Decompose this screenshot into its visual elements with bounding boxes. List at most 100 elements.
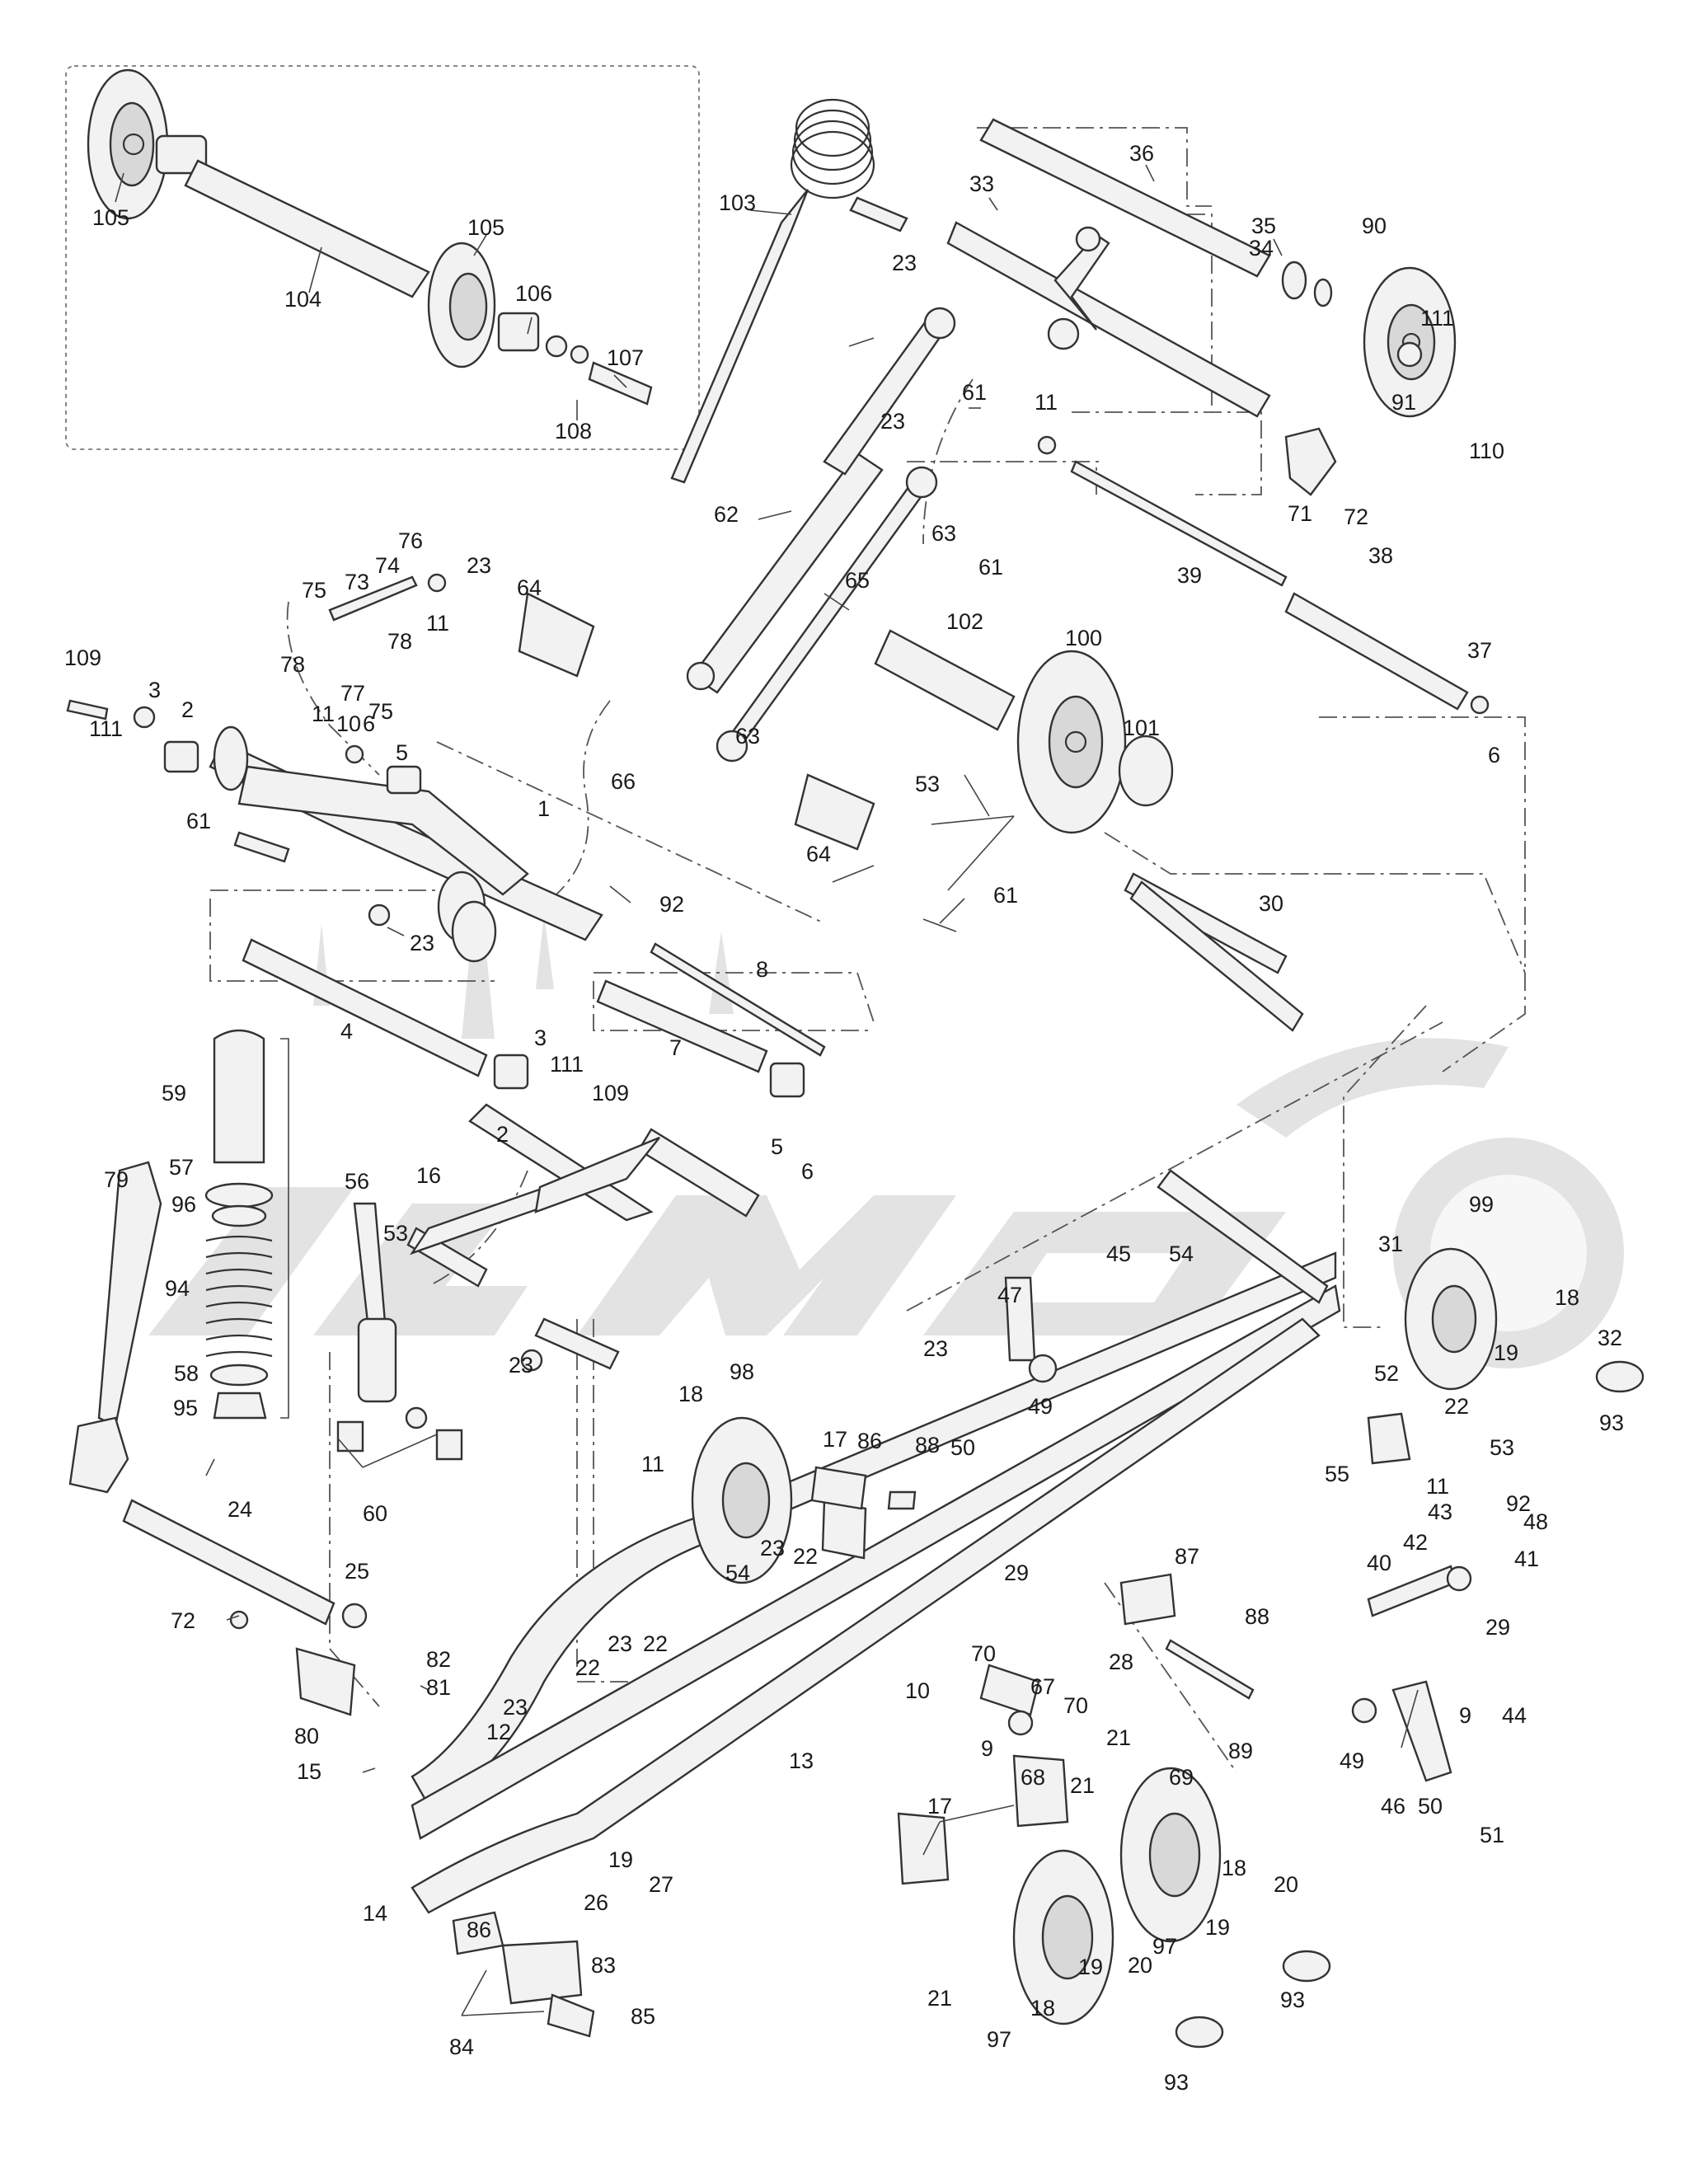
label-86a: 86 <box>467 1917 491 1942</box>
label-32: 32 <box>1598 1326 1622 1350</box>
label-111b: 111 <box>89 716 123 741</box>
label-49b: 49 <box>1340 1748 1364 1773</box>
label-23c: 23 <box>467 553 491 578</box>
label-80: 80 <box>294 1724 319 1748</box>
label-11d: 11 <box>641 1452 664 1476</box>
label-87: 87 <box>1175 1544 1199 1569</box>
label-36: 36 <box>1129 141 1154 166</box>
label-41: 41 <box>1514 1547 1539 1571</box>
label-14: 14 <box>363 1901 387 1926</box>
label-105a: 105 <box>92 205 129 230</box>
label-60: 60 <box>363 1501 387 1526</box>
inset-box <box>65 65 700 450</box>
label-23f: 23 <box>503 1695 528 1720</box>
label-11c: 11 <box>312 702 335 726</box>
label-46: 46 <box>1381 1794 1405 1819</box>
label-83: 83 <box>591 1953 616 1978</box>
label-11e: 11 <box>1426 1474 1449 1499</box>
leader-lines <box>115 164 1419 2016</box>
label-70a: 70 <box>971 1641 996 1666</box>
label-15: 15 <box>297 1759 321 1784</box>
label-9b: 9 <box>981 1736 993 1761</box>
label-53c: 53 <box>1490 1435 1514 1460</box>
label-23a: 23 <box>892 251 917 275</box>
label-63a: 63 <box>931 521 956 546</box>
label-58: 58 <box>174 1361 199 1386</box>
label-1: 1 <box>537 796 550 821</box>
label-18a: 18 <box>678 1382 703 1406</box>
label-61d: 61 <box>186 809 211 833</box>
label-8: 8 <box>756 957 768 982</box>
shafts <box>242 880 1304 1098</box>
label-92b: 92 <box>1506 1491 1531 1516</box>
label-72a: 72 <box>1344 505 1368 529</box>
label-20a: 20 <box>1274 1872 1298 1897</box>
label-72b: 72 <box>171 1608 195 1633</box>
label-56: 56 <box>345 1169 369 1194</box>
label-51: 51 <box>1480 1823 1504 1847</box>
label-26: 26 <box>584 1890 608 1915</box>
label-50b: 50 <box>1418 1794 1443 1819</box>
label-42: 42 <box>1403 1530 1428 1555</box>
label-29b: 29 <box>1485 1615 1510 1640</box>
label-23e: 23 <box>509 1353 533 1378</box>
label-18d: 18 <box>1030 1996 1055 2021</box>
label-64a: 64 <box>517 575 542 600</box>
label-57: 57 <box>169 1155 194 1180</box>
label-92a: 92 <box>659 892 684 917</box>
assembly-guide-lines <box>209 127 1526 1773</box>
label-24: 24 <box>228 1497 252 1522</box>
label-96: 96 <box>171 1192 196 1217</box>
slide-rail-right <box>411 1169 1329 1914</box>
label-30: 30 <box>1259 891 1283 916</box>
label-93c: 93 <box>1164 2070 1189 2095</box>
label-65: 65 <box>845 568 870 593</box>
label-61b: 61 <box>978 555 1003 580</box>
label-104: 104 <box>284 287 321 312</box>
label-21b: 21 <box>1070 1773 1095 1798</box>
label-54b: 54 <box>1169 1241 1194 1266</box>
label-100: 100 <box>1065 626 1102 650</box>
label-49a: 49 <box>1028 1394 1053 1419</box>
label-22d: 22 <box>1444 1394 1469 1419</box>
label-86b: 86 <box>857 1429 882 1453</box>
front-arm-assembly <box>66 573 875 963</box>
label-78a: 78 <box>280 652 305 677</box>
label-18b: 18 <box>1555 1285 1579 1310</box>
label-6b: 6 <box>363 711 375 736</box>
label-6c: 6 <box>801 1159 814 1184</box>
label-74: 74 <box>375 553 400 578</box>
label-23d: 23 <box>410 931 434 955</box>
label-21c: 21 <box>927 1986 952 2011</box>
label-19d: 19 <box>1078 1955 1103 1979</box>
label-111a: 111 <box>1420 306 1454 331</box>
label-78b: 78 <box>387 629 412 654</box>
label-81: 81 <box>426 1675 451 1700</box>
label-84: 84 <box>449 2035 474 2059</box>
label-97b: 97 <box>987 2027 1011 2052</box>
label-33: 33 <box>969 171 994 196</box>
label-2a: 2 <box>181 697 194 722</box>
lower-rear-shaft <box>122 1499 368 1716</box>
label-76: 76 <box>398 528 423 553</box>
label-79: 79 <box>104 1167 129 1192</box>
label-90: 90 <box>1362 214 1387 238</box>
label-48: 48 <box>1523 1509 1548 1534</box>
label-97a: 97 <box>1152 1934 1177 1959</box>
label-35: 35 <box>1251 214 1276 238</box>
label-47: 47 <box>997 1283 1022 1307</box>
label-29a: 29 <box>1004 1561 1029 1585</box>
torsion-spring-and-shock <box>670 98 956 763</box>
label-19c: 19 <box>1205 1915 1230 1940</box>
label-70b: 70 <box>1063 1693 1088 1718</box>
label-91: 91 <box>1391 390 1416 415</box>
label-109a: 109 <box>64 645 101 670</box>
label-102: 102 <box>946 609 983 634</box>
label-19a: 19 <box>608 1847 633 1872</box>
label-5b: 5 <box>771 1134 783 1159</box>
label-105b: 105 <box>467 215 504 240</box>
label-98: 98 <box>730 1359 754 1384</box>
label-109b: 109 <box>592 1081 629 1105</box>
label-11a: 11 <box>1035 390 1058 415</box>
label-20b: 20 <box>1128 1953 1152 1978</box>
